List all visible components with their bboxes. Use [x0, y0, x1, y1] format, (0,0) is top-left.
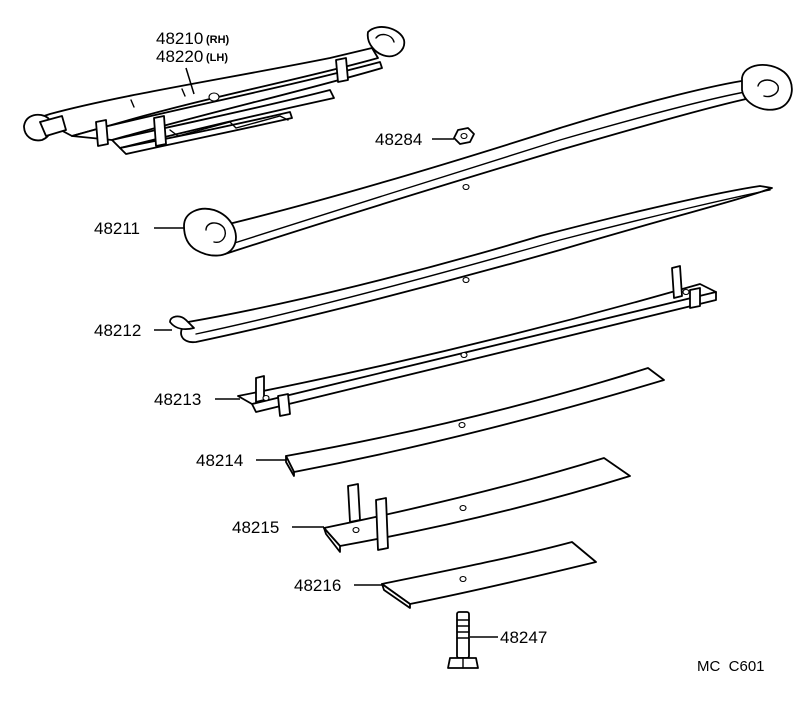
callout-48220-lh: (LH)	[206, 52, 228, 64]
callout-48211: 48211	[94, 219, 140, 238]
callout-48210-rh: (RH)	[206, 34, 230, 46]
callout-48214: 48214	[196, 451, 243, 470]
leaf-48211-drawing	[183, 64, 793, 257]
diagram-code: MC C601	[697, 658, 765, 675]
center-bolt-drawing	[447, 611, 479, 669]
callout-48220: 48220	[156, 47, 203, 66]
leaf-48214-drawing	[285, 367, 665, 477]
leaf-48213-drawing	[237, 265, 717, 417]
leaf-spring-assembly-drawing	[23, 26, 406, 155]
callout-48216: 48216	[294, 576, 341, 595]
leader-lines	[154, 67, 498, 638]
callout-48284: 48284	[375, 130, 422, 149]
leaf-48212-drawing	[169, 185, 773, 343]
callout-48215: 48215	[232, 518, 279, 537]
clip-nut-drawing	[453, 127, 475, 145]
callout-48212: 48212	[94, 321, 141, 340]
callout-48247: 48247	[500, 628, 547, 647]
leaf-48215-drawing	[323, 457, 631, 553]
leaf-48216-drawing	[381, 541, 597, 609]
callout-48210: 48210	[156, 29, 203, 48]
callout-48213: 48213	[154, 390, 201, 409]
